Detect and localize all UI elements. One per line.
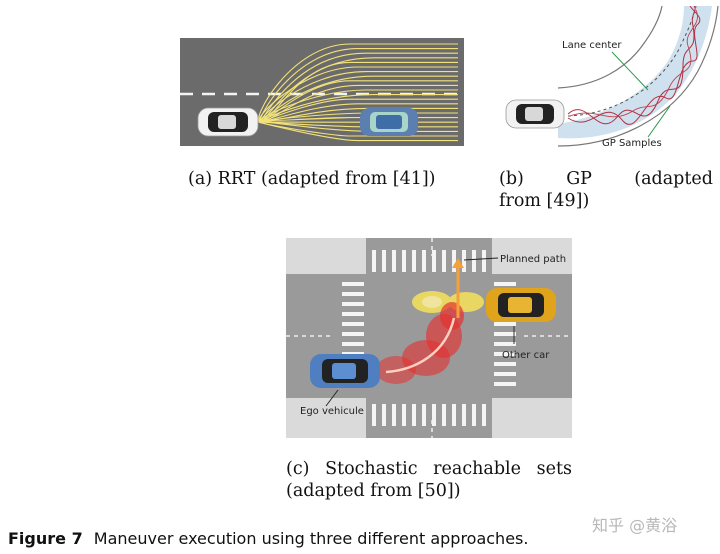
crosswalk-stripe — [342, 342, 364, 346]
caption-word: GP — [566, 169, 592, 189]
crosswalk-stripe — [372, 404, 376, 426]
crosswalk-stripe — [442, 404, 446, 426]
figure-caption: Figure 7 Maneuver execution using three … — [8, 529, 528, 548]
rrt-trajectory — [258, 43, 458, 123]
crosswalk-stripe — [342, 332, 364, 336]
caption-word: reachable — [433, 459, 521, 479]
ego-vehicle — [310, 354, 380, 388]
crosswalk-stripe — [452, 404, 456, 426]
crosswalk-stripe — [494, 332, 516, 336]
rrt-trajectory — [259, 121, 458, 142]
caption-word: (adapted — [634, 169, 713, 189]
other-car-label: Other car — [502, 350, 550, 361]
lane-center-line — [567, 6, 697, 117]
crosswalk-stripe — [342, 322, 364, 326]
gp-sample-3 — [569, 9, 698, 118]
ego-reachable-set — [376, 302, 464, 384]
crosswalk-stripe — [372, 250, 376, 272]
lane-center-pointer — [611, 51, 649, 91]
crosswalk-stripe — [412, 404, 416, 426]
crosswalk-stripe — [382, 404, 386, 426]
crosswalk-stripe — [482, 250, 486, 272]
crosswalk-stripe — [402, 250, 406, 272]
crosswalk-stripe — [422, 404, 426, 426]
lane-boundary-inner — [557, 6, 663, 89]
caption-label: (c) — [286, 459, 310, 479]
crosswalk-stripe — [432, 250, 436, 272]
rrt-trajectory — [259, 94, 458, 123]
caption-word: Stochastic — [325, 459, 418, 479]
crosswalk-stripe — [452, 250, 456, 272]
panel-a-caption: (a) RRT (adapted from [41]) — [188, 168, 436, 190]
caption-text: RRT (adapted from [41]) — [217, 169, 436, 189]
caption-label: (b) — [499, 169, 524, 189]
crosswalk-stripe — [482, 404, 486, 426]
crosswalk-stripe — [432, 404, 436, 426]
crosswalk-stripe — [422, 250, 426, 272]
reachable-sets-figure: Planned path Other car Ego vehicule — [286, 238, 572, 438]
rrt-trajectory — [259, 48, 458, 123]
panel-c-caption-line1: (c) Stochastic reachable sets — [286, 458, 572, 480]
gp-samples-pointer — [647, 105, 671, 138]
planned-path-label: Planned path — [500, 254, 566, 265]
crosswalk-stripe — [412, 250, 416, 272]
rrt-figure — [180, 38, 464, 146]
crosswalk-stripe — [402, 404, 406, 426]
crosswalk-stripe — [342, 282, 364, 286]
ego-vehicle — [505, 99, 565, 129]
lane-center-label: Lane center — [562, 40, 622, 51]
crosswalk-stripe — [494, 322, 516, 326]
crosswalk-stripe — [494, 352, 516, 356]
panel-c-caption-line2: (adapted from [50]) — [286, 481, 461, 501]
lane-boundary-outer — [557, 6, 719, 147]
other-vehicle — [486, 288, 556, 322]
crosswalk-stripe — [462, 250, 466, 272]
planned-path-pointer — [463, 257, 499, 261]
rrt-trajectory — [258, 89, 458, 123]
crosswalk-stripe — [494, 382, 516, 386]
rrt-trajectory — [259, 107, 458, 123]
ego-vehicle-pointer — [325, 389, 339, 407]
gp-samples-label: GP Samples — [602, 138, 662, 149]
figure-caption-text: Maneuver execution using three different… — [93, 529, 529, 548]
crosswalk-stripe — [382, 250, 386, 272]
watermark: 知乎 @黄浴 — [592, 516, 678, 535]
crosswalk-stripe — [392, 404, 396, 426]
figure-number: Figure 7 — [8, 529, 83, 548]
crosswalk-stripe — [342, 312, 364, 316]
crosswalk-stripe — [472, 250, 476, 272]
rrt-trajectory-fan — [258, 43, 458, 142]
crosswalk-stripe — [392, 250, 396, 272]
panel-b-caption-line1: (b) GP (adapted — [499, 168, 713, 190]
gp-figure: Lane center GP Samples — [505, 6, 719, 149]
caption-label: (a) — [188, 169, 213, 189]
panel-b-caption-line2: from [49]) — [499, 191, 590, 211]
crosswalk-stripe — [342, 302, 364, 306]
crosswalk-stripe — [462, 404, 466, 426]
crosswalk-stripe — [472, 404, 476, 426]
planned-path-arrowhead — [452, 258, 464, 268]
caption-word: sets — [536, 459, 572, 479]
crosswalk-stripe — [342, 292, 364, 296]
gp-sample-1 — [567, 6, 696, 125]
crosswalk-stripe — [494, 342, 516, 346]
crosswalk-stripe — [494, 372, 516, 376]
other-vehicle — [360, 108, 418, 136]
crosswalk-stripe — [494, 362, 516, 366]
gp-sample-2 — [567, 6, 701, 125]
rrt-trajectory — [258, 66, 458, 123]
ego-vehicle-label: Ego vehicule — [300, 406, 364, 417]
crosswalk-stripe — [442, 250, 446, 272]
ego-vehicle — [197, 107, 259, 137]
gp-confidence-band — [558, 6, 712, 139]
crosswalk-stripe — [494, 282, 516, 286]
